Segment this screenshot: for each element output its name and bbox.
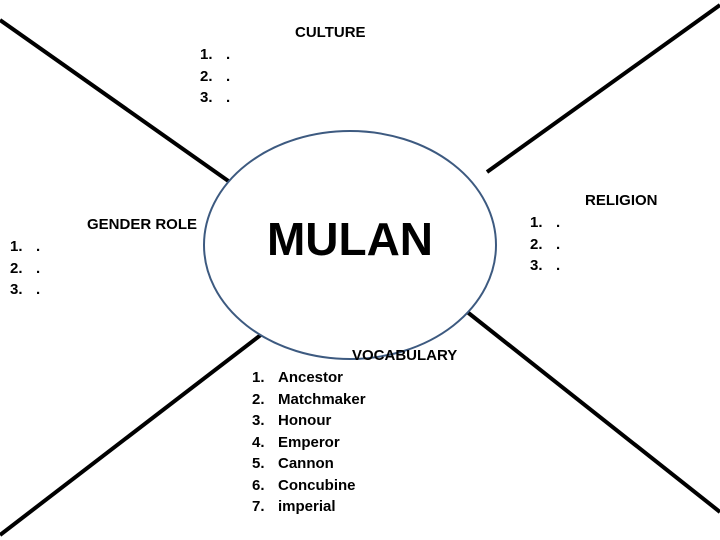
list-item: 3..	[200, 87, 230, 109]
list-item-number: 1.	[530, 214, 543, 231]
divider-line-top-right	[485, 3, 720, 174]
list-item: 1..	[530, 212, 560, 234]
list-item: 2. Matchmaker	[252, 389, 366, 411]
culture-heading: CULTURE	[295, 24, 366, 41]
list-item-text: imperial	[278, 498, 336, 515]
list-item: 1. Ancestor	[252, 367, 366, 389]
list-item-text: .	[226, 89, 231, 106]
list-item-number: 1.	[200, 46, 213, 63]
culture-list: 1.. 2.. 3..	[200, 44, 230, 109]
list-item: 2..	[10, 258, 40, 280]
religion-heading: RELIGION	[585, 192, 658, 209]
list-item-number: 3.	[200, 89, 213, 106]
list-item-number: 2.	[252, 390, 265, 408]
gender-role-list: 1.. 2.. 3..	[10, 236, 40, 301]
list-item-text: .	[556, 214, 561, 231]
divider-line-top-left	[0, 18, 236, 187]
list-item-number: 2.	[200, 67, 213, 85]
list-item-text: Cannon	[278, 455, 334, 472]
divider-line-bottom-left	[0, 322, 277, 537]
list-item-number: 1.	[252, 369, 265, 386]
list-item-number: 2.	[530, 235, 543, 253]
list-item-number: 2.	[10, 259, 23, 277]
list-item-text: .	[226, 67, 231, 85]
list-item: 5. Cannon	[252, 453, 366, 475]
list-item-number: 3.	[530, 257, 543, 274]
list-item-text: Matchmaker	[278, 390, 366, 408]
list-item-text: .	[556, 257, 561, 274]
list-item: 6. Concubine	[252, 475, 366, 497]
gender-role-heading: GENDER ROLE	[87, 216, 198, 233]
list-item-text: Emperor	[278, 433, 340, 451]
list-item-number: 1.	[10, 238, 23, 255]
list-item: 7. imperial	[252, 496, 366, 518]
vocabulary-heading: VOCABULARY	[352, 347, 458, 364]
center-title: MULAN	[266, 213, 434, 265]
list-item-text: .	[556, 235, 561, 253]
list-item: 1..	[200, 44, 230, 66]
list-item-text: .	[36, 259, 41, 277]
list-item: 2..	[200, 66, 230, 88]
list-item-number: 6.	[252, 476, 265, 494]
divider-line-bottom-right	[464, 309, 720, 514]
list-item-number: 3.	[252, 412, 265, 429]
religion-list: 1.. 2.. 3..	[530, 212, 560, 277]
list-item-text: Honour	[278, 412, 332, 429]
list-item: 2..	[530, 234, 560, 256]
list-item-text: Ancestor	[278, 369, 344, 386]
list-item-text: Concubine	[278, 476, 356, 494]
list-item: 3..	[530, 255, 560, 277]
list-item-text: .	[36, 281, 41, 298]
list-item-text: .	[36, 238, 41, 255]
list-item-text: .	[226, 46, 231, 63]
list-item: 4. Emperor	[252, 432, 366, 454]
list-item: 3..	[10, 279, 40, 301]
list-item-number: 3.	[10, 281, 23, 298]
list-item-number: 7.	[252, 498, 265, 515]
list-item-number: 5.	[252, 455, 265, 472]
vocabulary-list: 1. Ancestor 2. Matchmaker 3. Honour 4. Emper…	[252, 367, 366, 518]
list-item: 3. Honour	[252, 410, 366, 432]
center-ellipse	[203, 130, 497, 360]
list-item: 1..	[10, 236, 40, 258]
list-item-number: 4.	[252, 433, 265, 451]
